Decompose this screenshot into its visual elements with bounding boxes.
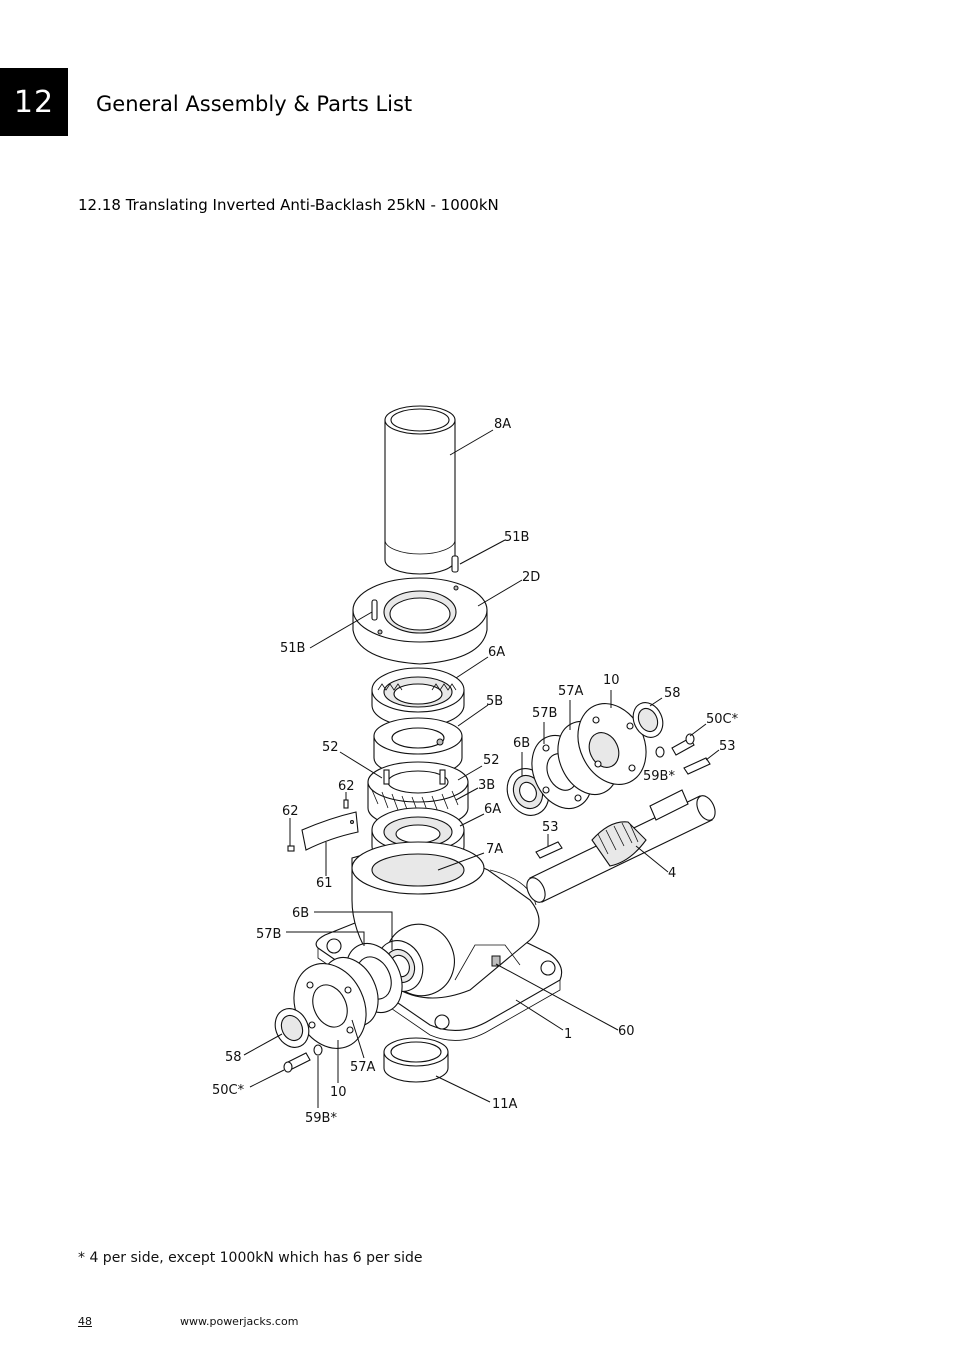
part-59b-washer-right [655,746,665,758]
label-2d: 2D [522,570,540,585]
label-11a: 11A [492,1097,518,1112]
label-59b-left: 59B* [305,1111,337,1126]
label-50c-left: 50C* [212,1083,245,1098]
part-5b-spacer [373,717,463,777]
label-1: 1 [564,1027,572,1042]
label-6b-left: 6B [292,906,309,921]
label-7a: 7A [486,842,503,857]
part-61-plate [301,811,359,851]
page-number: 48 [78,1315,92,1328]
label-3b: 3B [478,778,495,793]
label-61: 61 [316,876,333,891]
label-10-left: 10 [330,1085,347,1100]
label-57a-left: 57A [350,1060,376,1075]
chapter-number-box: 12 [0,68,68,136]
part-51b-pin-top [451,555,459,573]
label-6b-right: 6B [513,736,530,751]
label-51b-top: 51B [504,530,529,545]
label-60: 60 [618,1024,635,1039]
label-62-left: 62 [282,804,299,819]
chapter-number: 12 [13,84,55,120]
footnote: * 4 per side, except 1000kN which has 6 … [78,1250,423,1266]
label-57b-left: 57B [256,927,281,942]
label-50c-right: 50C* [706,712,739,727]
page-title: General Assembly & Parts List [96,92,413,116]
leader-lines [243,429,720,1108]
part-8a-tube [384,405,456,575]
label-6a-lower: 6A [484,802,501,817]
label-51b-left: 51B [280,641,305,656]
section-title: 12.18 Translating Inverted Anti-Backlash… [78,196,499,214]
part-50c-screw-left [283,1052,311,1073]
label-53-right: 53 [719,739,736,754]
website-link[interactable]: www.powerjacks.com [180,1315,299,1328]
part-58-seal-left [274,1008,310,1048]
part-53-key-lower [535,841,563,859]
label-10-right: 10 [603,673,620,688]
label-6a-top: 6A [488,645,505,660]
label-62-upper: 62 [338,779,355,794]
label-52-right: 52 [483,753,500,768]
part-59b-washer-left [313,1044,323,1056]
part-58-seal-right [632,702,664,738]
label-8a: 8A [494,417,511,432]
part-2d-cover [352,577,488,665]
label-5b: 5B [486,694,503,709]
part-10-end-cover-left [293,963,367,1049]
part-11a-ring [383,1037,449,1083]
label-59b-right: 59B* [643,769,675,784]
label-4: 4 [668,866,676,881]
part-4-worm-shaft [526,789,716,903]
label-53-lower: 53 [542,820,559,835]
part-53-key-right [683,757,711,775]
part-labels: 8A 51B 2D 51B 6A 5B 57A 10 58 50C* 57B 6… [212,417,739,1126]
label-52-left: 52 [322,740,339,755]
label-57a-right: 57A [558,684,584,699]
label-58-right: 58 [664,686,681,701]
part-50c-screw-right [671,733,695,756]
label-57b-right: 57B [532,706,557,721]
label-58-left: 58 [225,1050,242,1065]
